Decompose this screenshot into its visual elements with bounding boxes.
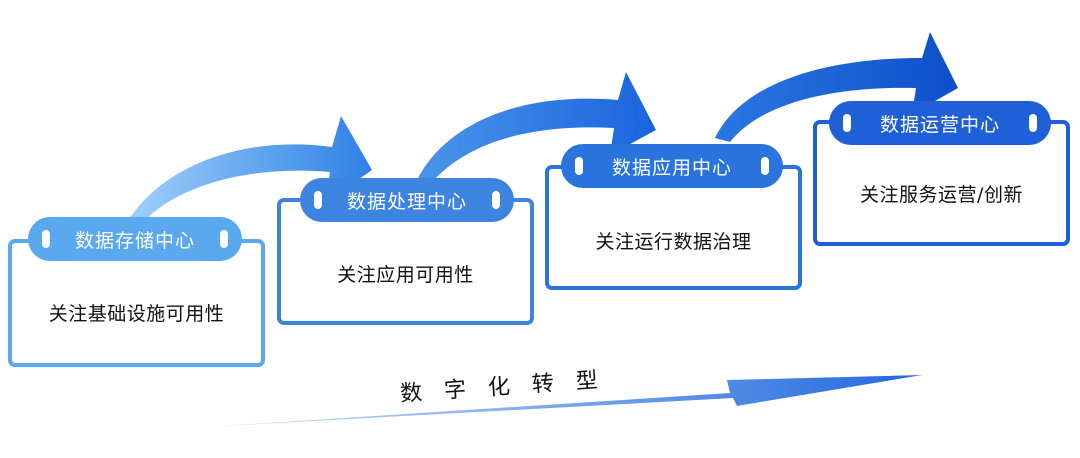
stage-pill-3: 数据应用中心 xyxy=(561,144,783,188)
pill-dot-right-icon xyxy=(220,230,228,248)
pill-dot-left-icon xyxy=(575,157,583,175)
stage-box-1: 关注基础设施可用性 xyxy=(12,243,261,363)
curved-arrow-1 xyxy=(130,116,372,220)
pill-dot-left-icon xyxy=(42,230,50,248)
stage-pill-2: 数据处理中心 xyxy=(300,178,514,222)
stage-title-4: 数据运营中心 xyxy=(879,113,1000,136)
pill-dot-right-icon xyxy=(1029,114,1037,132)
curved-arrow-3 xyxy=(715,32,958,142)
stage-description-2: 关注应用可用性 xyxy=(337,264,474,286)
pill-dot-left-icon xyxy=(843,114,851,132)
stage-boxes xyxy=(8,120,1070,367)
stage-title-1: 数据存储中心 xyxy=(74,229,195,252)
stage-description-3: 关注运行数据治理 xyxy=(595,231,752,253)
transformation-arrow xyxy=(204,375,922,427)
stage-description-1: 关注基础设施可用性 xyxy=(48,303,225,325)
pill-dot-right-icon xyxy=(492,191,500,209)
pill-dot-left-icon xyxy=(314,191,322,209)
curved-arrow-2 xyxy=(418,72,656,182)
pill-dot-right-icon xyxy=(761,157,769,175)
stage-title-3: 数据应用中心 xyxy=(611,156,732,179)
stage-pill-1: 数据存储中心 xyxy=(28,217,242,261)
stage-title-2: 数据处理中心 xyxy=(346,190,467,213)
stage-box-4: 关注服务运营/创新 xyxy=(817,124,1066,242)
stage-pill-4: 数据运营中心 xyxy=(829,101,1051,145)
stage-box-2: 关注应用可用性 xyxy=(281,202,530,321)
stage-box-3: 关注运行数据治理 xyxy=(549,169,798,286)
stage-description-4: 关注服务运营/创新 xyxy=(860,184,1023,206)
